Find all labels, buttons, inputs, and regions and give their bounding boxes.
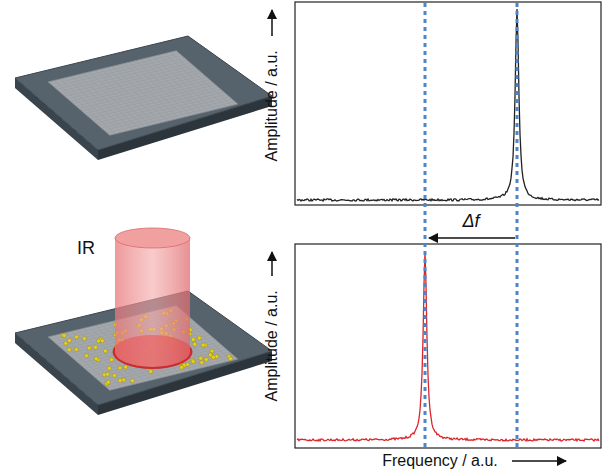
spectrum-frame (295, 2, 601, 205)
axis-label: Frequency / a.u. (382, 452, 498, 470)
axis-arrow (271, 252, 273, 276)
chip-frame (15, 36, 272, 150)
axis-label: Amplitude / a.u. (263, 290, 281, 401)
shift-arrow (429, 237, 515, 239)
membrane (48, 51, 237, 135)
dashed-marker (424, 3, 427, 447)
membrane-texture (51, 52, 235, 134)
sensor-chip (15, 36, 272, 160)
shift-label: Δf (462, 212, 479, 232)
axis-arrow (512, 460, 566, 462)
ir-beam (113, 228, 193, 369)
spectrum-frame (295, 244, 601, 448)
axis-arrow (271, 10, 273, 36)
axis-label: Amplitude / a.u. (263, 50, 281, 161)
dashed-marker (516, 3, 519, 447)
beam-label: IR (77, 239, 95, 259)
spectrum-trace (297, 9, 599, 201)
spectrum-trace (297, 252, 599, 441)
